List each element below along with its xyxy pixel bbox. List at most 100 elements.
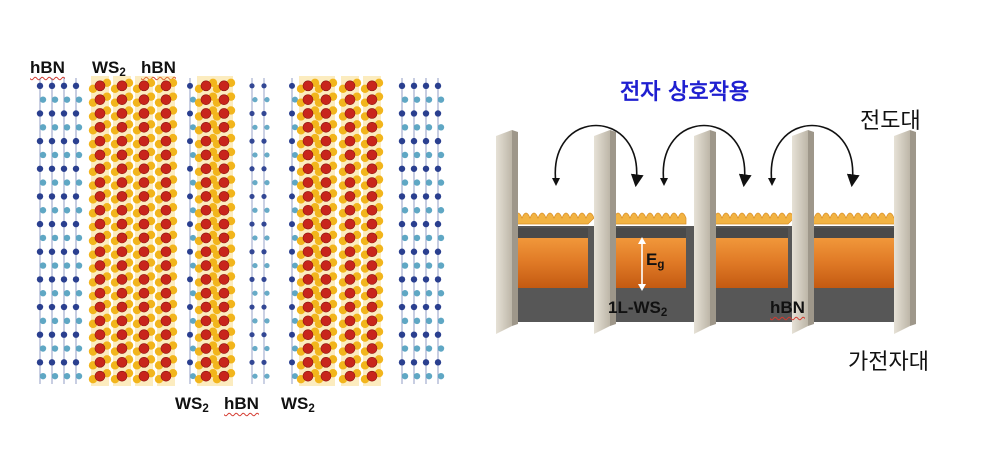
tungsten-atom	[116, 163, 128, 175]
boron-atom	[187, 359, 193, 366]
tungsten-atom	[320, 246, 332, 258]
nitrogen-atom	[437, 345, 445, 352]
boron-atom	[36, 331, 44, 338]
tungsten-atom	[366, 108, 378, 119]
boron-atom	[60, 193, 68, 200]
tungsten-atom	[218, 122, 230, 133]
nitrogen-atom	[264, 262, 270, 269]
nitrogen-atom	[75, 262, 83, 269]
boron-atom	[48, 359, 56, 366]
tungsten-atom	[94, 274, 106, 285]
nitrogen-atom	[75, 179, 83, 186]
nitrogen-atom	[292, 207, 298, 214]
boron-atom	[289, 304, 295, 311]
nitrogen-atom	[425, 345, 433, 352]
boron-atom	[187, 138, 193, 145]
tungsten-atom	[138, 287, 150, 299]
boron-atom	[48, 82, 56, 90]
nitrogen-atom	[75, 151, 83, 159]
nitrogen-atom	[39, 290, 47, 297]
nitrogen-atom	[39, 124, 47, 131]
tungsten-atom	[302, 163, 314, 175]
boron-atom	[434, 220, 442, 228]
tungsten-atom	[94, 357, 106, 368]
tungsten-atom	[138, 343, 150, 354]
tungsten-atom	[116, 135, 128, 147]
nitrogen-atom	[425, 234, 433, 242]
tungsten-atom	[344, 204, 356, 216]
tungsten-atom	[302, 274, 314, 285]
nitrogen-atom	[63, 179, 71, 186]
tungsten-atom	[344, 122, 356, 133]
boron-atom	[422, 248, 430, 255]
nitrogen-atom	[264, 318, 270, 324]
nitrogen-atom	[401, 290, 409, 297]
tungsten-atom	[138, 246, 150, 258]
boron-atom	[36, 110, 44, 117]
tungsten-atom	[94, 343, 106, 354]
boron-atom	[72, 303, 80, 311]
band-segment	[706, 236, 788, 288]
nitrogen-atom	[425, 207, 433, 214]
band-diagram	[496, 124, 916, 334]
tungsten-atom	[116, 177, 128, 188]
nitrogen-atom	[401, 124, 409, 131]
tungsten-atom	[116, 80, 128, 92]
tungsten-atom	[160, 246, 172, 258]
tungsten-atom	[366, 232, 378, 244]
tungsten-atom	[94, 315, 106, 327]
tungsten-atom	[94, 94, 106, 105]
nitrogen-atom	[413, 345, 421, 352]
conduction-wave	[605, 212, 687, 225]
tungsten-atom	[160, 357, 172, 368]
tungsten-atom	[344, 343, 356, 354]
tungsten-atom	[200, 149, 212, 161]
tungsten-atom	[200, 163, 212, 175]
boron-atom	[48, 137, 56, 145]
tungsten-atom	[94, 260, 106, 271]
conduction-wave	[505, 212, 595, 225]
boron-atom	[398, 82, 406, 90]
tungsten-atom	[138, 357, 150, 368]
boron-atom	[72, 276, 80, 283]
tungsten-atom	[116, 370, 128, 382]
band-segment	[506, 236, 588, 288]
heterostructure-lattice	[36, 76, 445, 386]
tungsten-atom	[366, 260, 378, 271]
tungsten-atom	[116, 260, 128, 271]
boron-atom	[410, 82, 418, 90]
nitrogen-atom	[190, 96, 196, 103]
boron-atom	[261, 83, 267, 89]
boron-atom	[48, 276, 56, 283]
tungsten-atom	[366, 370, 378, 382]
interaction-title: 전자 상호작용	[620, 80, 750, 105]
nitrogen-atom	[252, 290, 258, 296]
tungsten-atom	[302, 80, 314, 92]
nitrogen-atom	[437, 234, 445, 242]
boron-atom	[289, 110, 295, 117]
boron-atom	[398, 137, 406, 145]
boron-atom	[422, 165, 430, 172]
tungsten-atom	[302, 191, 314, 202]
boron-atom	[60, 303, 68, 311]
nitrogen-atom	[425, 290, 433, 297]
boron-atom	[289, 165, 295, 172]
nitrogen-atom	[75, 372, 83, 380]
tungsten-atom	[366, 135, 378, 147]
boron-atom	[187, 248, 193, 255]
nitrogen-atom	[425, 96, 433, 103]
nitrogen-atom	[292, 262, 298, 269]
band-segment	[606, 236, 686, 288]
tungsten-atom	[116, 315, 128, 327]
tungsten-atom	[302, 149, 314, 161]
tungsten-atom	[320, 287, 332, 299]
tungsten-atom	[160, 274, 172, 285]
boron-atom	[72, 248, 80, 255]
boron-atom	[249, 304, 255, 310]
nitrogen-atom	[292, 290, 298, 297]
tungsten-atom	[200, 135, 212, 147]
tungsten-atom	[138, 260, 150, 271]
tungsten-atom	[160, 122, 172, 133]
tungsten-atom	[138, 177, 150, 188]
tungsten-atom	[200, 357, 212, 368]
